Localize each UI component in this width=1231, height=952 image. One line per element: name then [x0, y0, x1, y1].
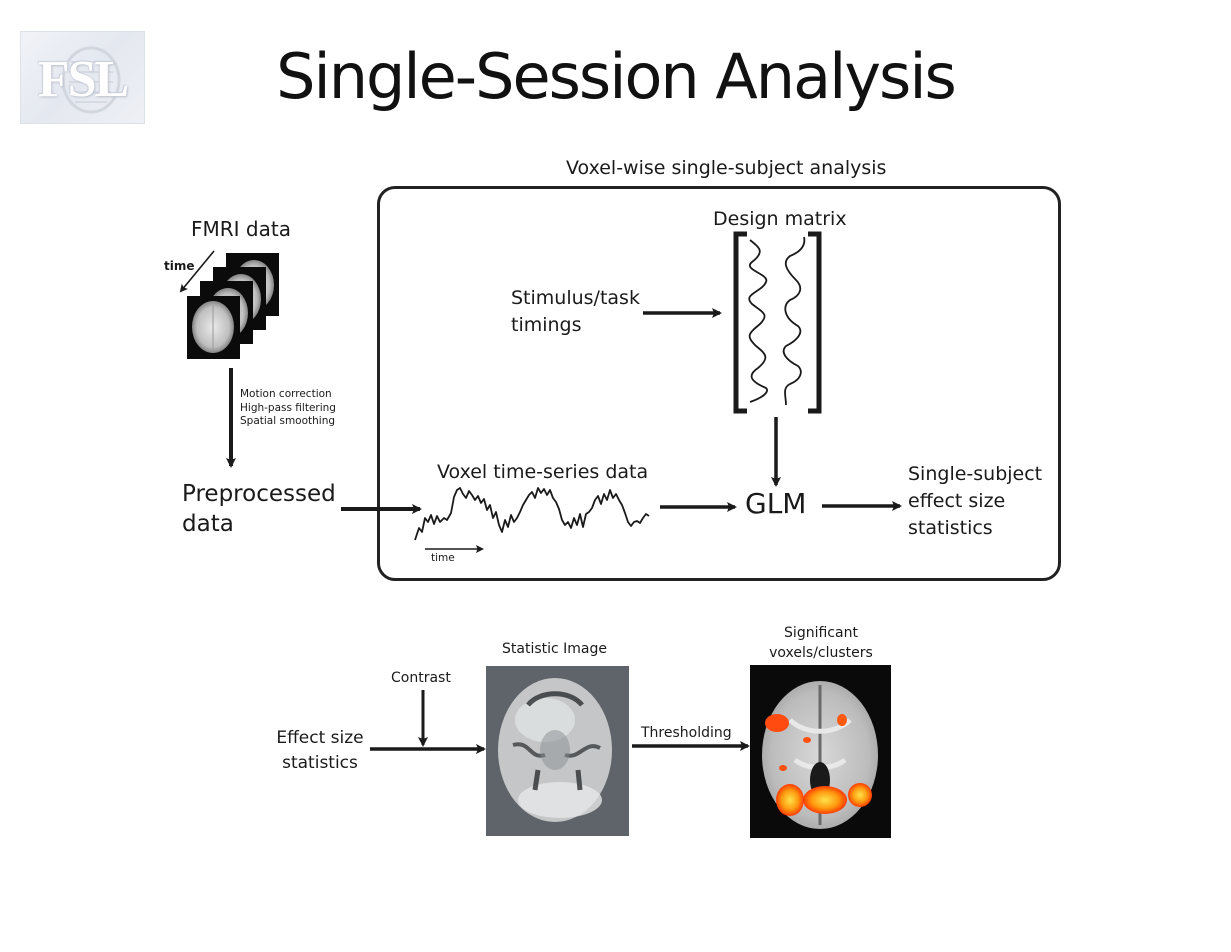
statistic-image-label: Statistic Image: [502, 641, 607, 657]
design-regressor-2: [782, 236, 806, 406]
stimulus-line-1: Stimulus/task: [511, 287, 640, 309]
stimulus-timings-label: Stimulus/task timings: [511, 285, 640, 339]
slide-title: Single-Session Analysis: [276, 40, 957, 113]
significant-label: Significant voxels/clusters: [750, 623, 892, 663]
preprocessed-line-2: data: [182, 511, 234, 537]
effect-size-label: Effect size statistics: [276, 726, 364, 776]
effect-line-1: Effect size: [276, 728, 364, 748]
fmri-time-arrow: [179, 250, 215, 293]
box-title: Voxel-wise single-subject analysis: [566, 157, 887, 179]
activation-cluster: [803, 737, 811, 743]
statistic-image: [486, 666, 629, 836]
significant-voxels-image: [750, 665, 891, 838]
activation-cluster: [803, 786, 847, 814]
single-subject-output-label: Single-subject effect size statistics: [908, 461, 1042, 542]
voxel-time-label: time: [431, 552, 455, 564]
fmri-slice: [187, 296, 240, 359]
step-high-pass-filtering: High-pass filtering: [240, 401, 336, 414]
fmri-volume-stack: [187, 253, 279, 359]
output-line-1: Single-subject: [908, 463, 1043, 485]
significant-line-1: Significant: [784, 625, 858, 641]
preprocessing-steps: Motion correction High-pass filtering Sp…: [240, 388, 336, 429]
glm-label: GLM: [745, 487, 807, 520]
effect-line-2: statistics: [282, 753, 358, 773]
fmri-data-label: FMRI data: [191, 217, 291, 241]
voxel-timeseries-label: Voxel time-series data: [437, 461, 649, 483]
preprocessed-data-label: Preprocessed data: [182, 479, 336, 539]
contrast-label: Contrast: [391, 670, 451, 686]
activation-cluster: [848, 783, 872, 807]
voxelwise-analysis-box: [377, 186, 1061, 581]
fmri-time-label: time: [164, 259, 195, 273]
design-matrix-right-bracket: [808, 231, 822, 414]
design-regressor-1: [748, 239, 768, 403]
significant-line-2: voxels/clusters: [769, 645, 873, 661]
activation-cluster: [837, 714, 847, 726]
logo-text: FSL: [37, 51, 129, 108]
output-line-2: effect size: [908, 490, 1006, 512]
fsl-logo: FSL: [20, 31, 145, 124]
step-spatial-smoothing: Spatial smoothing: [240, 415, 336, 427]
design-matrix: [733, 231, 822, 414]
design-matrix-left-bracket: [733, 231, 747, 414]
design-matrix-label: Design matrix: [713, 208, 847, 230]
preprocessed-line-1: Preprocessed: [182, 481, 336, 507]
thresholding-label: Thresholding: [641, 725, 732, 741]
step-motion-correction: Motion correction: [240, 388, 332, 400]
voxel-timeseries-line: [414, 487, 650, 541]
activation-cluster: [776, 784, 804, 816]
activation-cluster: [779, 765, 787, 771]
stimulus-line-2: timings: [511, 314, 582, 336]
activation-cluster: [765, 714, 789, 732]
trilobite-icon: [61, 46, 121, 114]
output-line-3: statistics: [908, 517, 993, 539]
